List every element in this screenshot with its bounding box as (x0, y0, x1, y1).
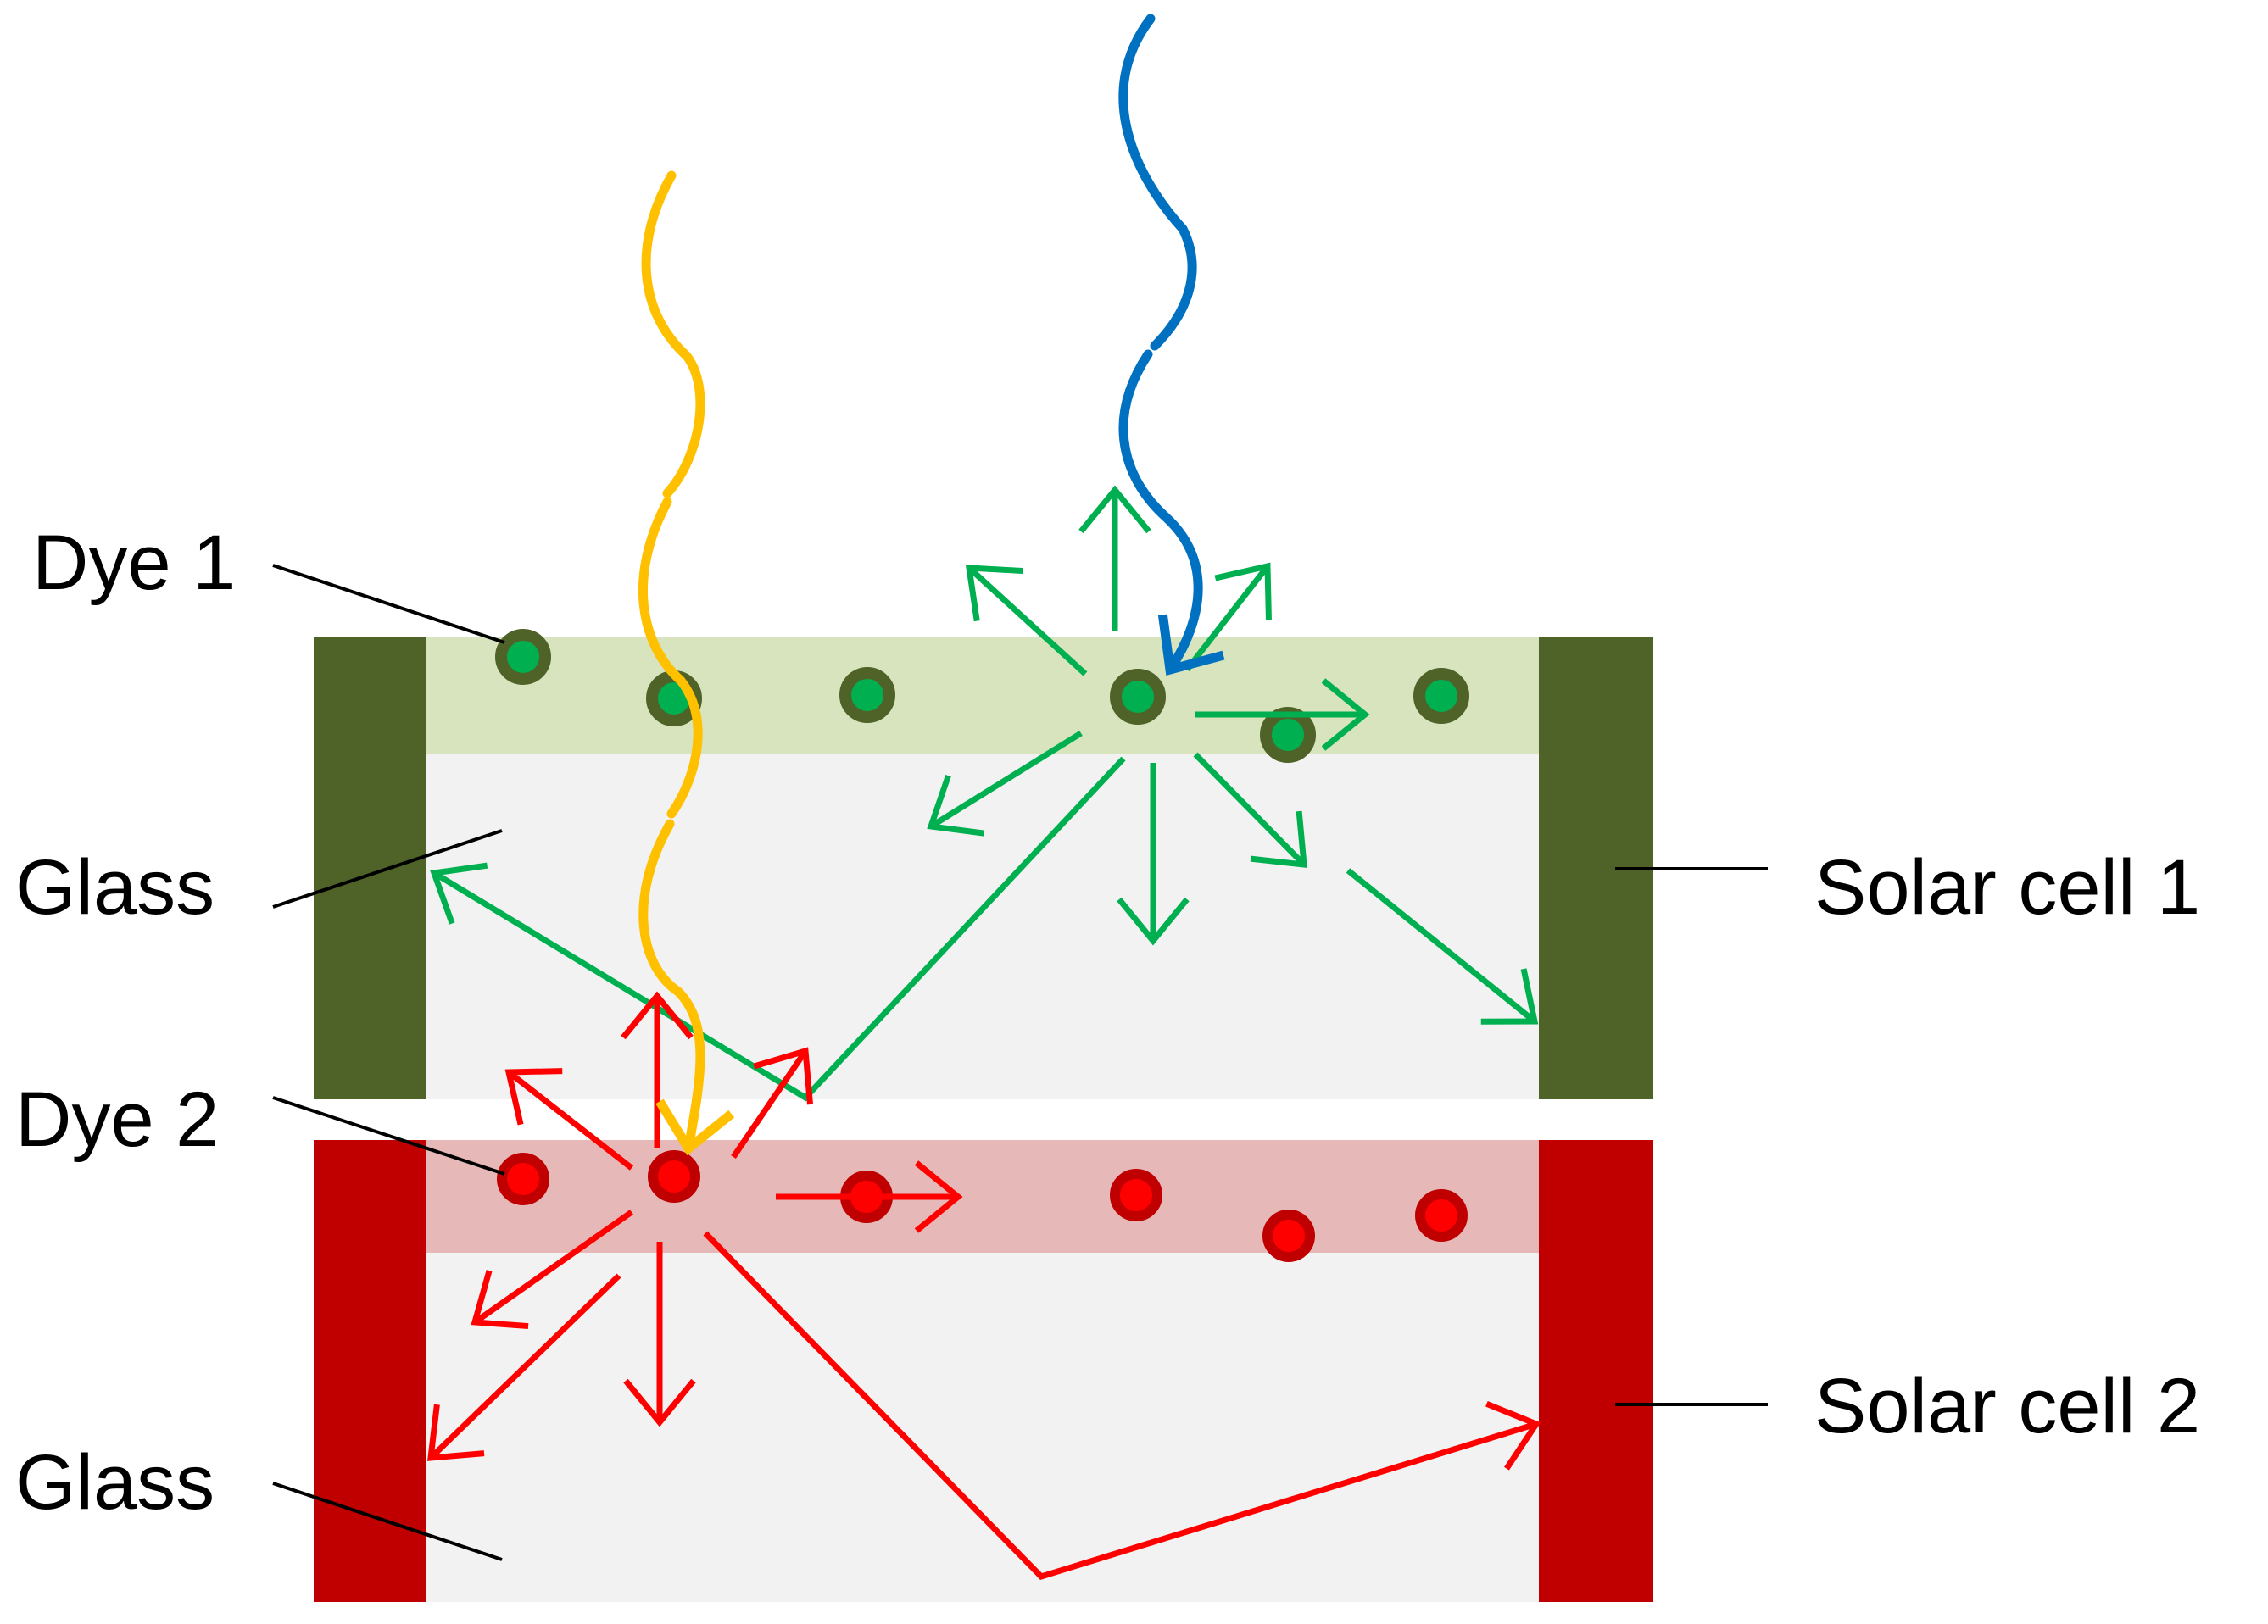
layer-2 (314, 991, 1653, 1602)
red-emission-arrow (504, 1068, 634, 1171)
label-glass-1: Glass (15, 844, 215, 931)
yellow-photon (638, 170, 735, 1156)
dye-1-band (424, 637, 1543, 754)
solar-cell-1-left (314, 637, 426, 1099)
label-glass-2: Glass (15, 1439, 215, 1526)
green-emission-arrow (1193, 752, 1307, 868)
solar-cell-2-right (1539, 1140, 1653, 1602)
green-emission-arrow (1346, 868, 1539, 1025)
leader-line-dye-2 (272, 1096, 505, 1176)
leader-line-dye-1 (272, 564, 505, 644)
dye-1-molecule (1260, 707, 1316, 763)
dye-2-molecule (1110, 1169, 1162, 1221)
dye-2-band (424, 1140, 1543, 1253)
dye-1-molecule (1110, 669, 1166, 725)
label-dye-1: Dye 1 (32, 520, 236, 606)
green-emission-arrow (927, 731, 1083, 837)
red-emission-arrow (427, 1273, 621, 1461)
dye-2-molecule (497, 1153, 549, 1205)
red-emission-arrow (731, 1047, 814, 1159)
blue-wavy-photon-arrow (1118, 349, 1225, 676)
dye-1-molecule (1413, 668, 1469, 724)
dye-2-molecule (648, 1150, 700, 1203)
red-guided-ray (703, 1231, 1541, 1580)
dye-2-molecule (1262, 1210, 1315, 1262)
yellow-wavy-photon-arrow (638, 819, 735, 1156)
leader-line-glass-1 (272, 829, 503, 909)
label-dye-2: Dye 2 (15, 1076, 219, 1163)
layer-1 (314, 14, 1653, 1102)
label-solar-cell-2: Solar cell 2 (1814, 1363, 2200, 1449)
labels: Dye 1 Glass Dye 2 Glass Solar cell 1 Sol… (15, 520, 2200, 1526)
dye-1-molecule (839, 667, 895, 723)
label-solar-cell-1: Solar cell 1 (1814, 844, 2200, 931)
green-emission-arrow (965, 565, 1088, 676)
leader-line-glass-2 (272, 1482, 503, 1561)
solar-cell-2-left (314, 1140, 426, 1602)
dye-2-molecule (1415, 1189, 1468, 1242)
yellow-wavy-photon-arrow (641, 170, 705, 498)
red-emission-arrow (471, 1210, 634, 1330)
leader-lines (272, 564, 1768, 1561)
dye-1-molecule (495, 629, 551, 685)
blue-wavy-photon-arrow (1118, 14, 1197, 351)
yellow-wavy-photon-arrow (638, 497, 703, 819)
blue-photon (1118, 14, 1225, 676)
